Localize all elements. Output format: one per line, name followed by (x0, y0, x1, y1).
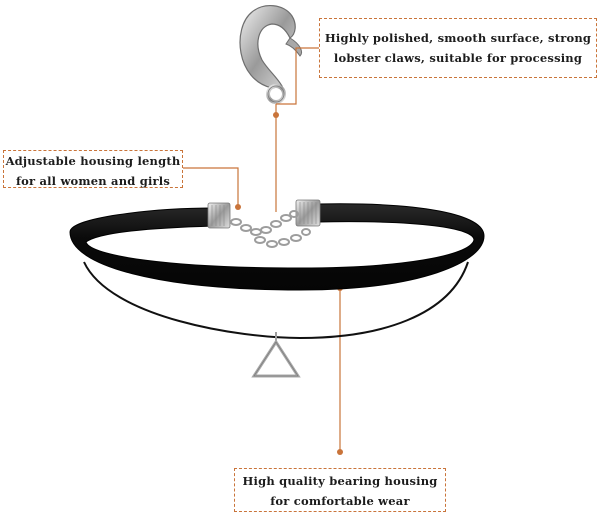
callout-adjustable: Adjustable housing length for all women … (3, 150, 183, 188)
callout-clasp-line2: lobster claws, suitable for processing (333, 51, 583, 65)
callout-adjustable-line1: Adjustable housing length (5, 154, 181, 168)
extension-chain-icon (230, 210, 311, 248)
lobster-clasp-icon (239, 5, 303, 104)
callout-connectors (183, 47, 341, 452)
triangle-pendant-icon (251, 332, 301, 378)
callout-band-line1: High quality bearing housing (242, 474, 438, 488)
callout-clasp-line1: Highly polished, smooth surface, strong (324, 31, 592, 45)
velvet-band (69, 203, 485, 291)
dot-marker-icon (235, 112, 343, 455)
end-cap-right (295, 199, 321, 227)
thin-cord (83, 261, 469, 340)
callout-adjustable-line2: for all women and girls (15, 174, 171, 188)
callout-band-line2: for comfortable wear (270, 494, 410, 508)
end-cap-left (207, 202, 231, 229)
callout-band: High quality bearing housing for comfort… (234, 468, 446, 512)
callout-clasp: Highly polished, smooth surface, strong … (319, 18, 597, 78)
